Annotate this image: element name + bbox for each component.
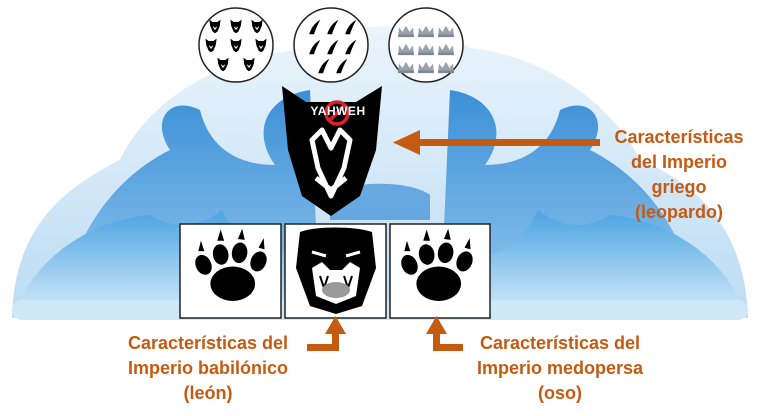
label-line: (leopardo) — [635, 202, 723, 222]
label-line: griego — [651, 177, 707, 197]
label-medopersian-empire: Características del Imperio medopersa (o… — [440, 331, 680, 406]
label-line: (oso) — [538, 383, 582, 403]
label-line: Características del — [127, 333, 289, 353]
circle-leopard-heads — [198, 7, 274, 83]
circle-crowns — [388, 7, 464, 83]
lion-face-icon — [296, 227, 376, 314]
label-line: Imperio babilónico — [127, 358, 288, 378]
tile-lion-face — [284, 223, 387, 319]
yahweh-banner: YAHWEH — [310, 104, 366, 118]
label-greek-empire: Características del Imperio griego (leop… — [604, 125, 754, 225]
tile-bear-paw-left — [179, 223, 282, 319]
arrow-babylon — [307, 316, 346, 351]
no-symbol-icon — [324, 100, 350, 126]
tile-bear-paw-right — [389, 223, 491, 319]
label-line: Características — [614, 127, 744, 147]
leopard-head-icon — [282, 86, 382, 216]
label-line: Características del — [479, 333, 641, 353]
crowns-icon — [398, 25, 454, 74]
label-babylonian-empire: Características del Imperio babilónico (… — [98, 331, 318, 406]
label-line: (león) — [183, 383, 233, 403]
arrow-medopersia — [426, 316, 463, 351]
arrow-greek — [393, 130, 600, 155]
label-line: Imperio medopersa — [476, 358, 644, 378]
circle-wings — [293, 7, 369, 83]
label-line: del Imperio — [630, 152, 728, 172]
